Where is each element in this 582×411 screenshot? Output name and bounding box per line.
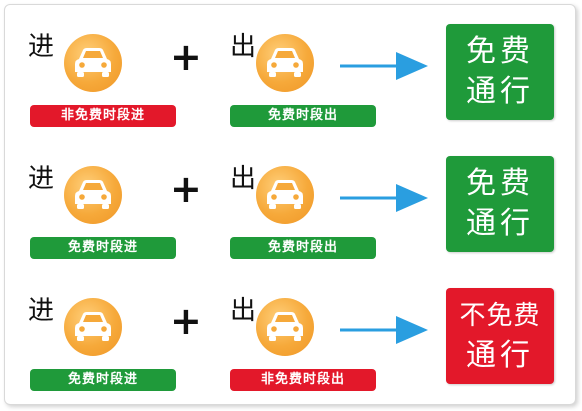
car-icon (256, 298, 314, 356)
enter-label: 进 (28, 164, 55, 194)
entry-period-badge: 免费时段进 (30, 237, 176, 259)
car-icon (64, 298, 122, 356)
exit-period-badge: 免费时段出 (230, 105, 376, 127)
row-3: 进 + 出 免费时段进 非免费时段出 不免费 通行 (0, 274, 582, 394)
exit-period-badge: 免费时段出 (230, 237, 376, 259)
result-box: 免费 通行 (446, 24, 554, 120)
result-box: 免费 通行 (446, 156, 554, 252)
exit-period-badge: 非免费时段出 (230, 369, 376, 391)
arrow-right-icon (340, 52, 428, 80)
enter-label: 进 (28, 296, 55, 326)
result-line-1: 不免费 (459, 301, 541, 331)
plus-icon: + (170, 167, 202, 211)
enter-label: 进 (28, 32, 55, 62)
result-box: 不免费 通行 (446, 288, 554, 384)
result-line-2: 通行 (466, 74, 534, 109)
entry-period-badge: 非免费时段进 (30, 105, 176, 127)
car-icon (64, 34, 122, 92)
exit-label: 出 (230, 164, 257, 194)
exit-label: 出 (230, 296, 257, 326)
plus-icon: + (170, 35, 202, 79)
plus-icon: + (170, 299, 202, 343)
car-icon (256, 166, 314, 224)
result-line-2: 通行 (466, 206, 534, 241)
car-icon (256, 34, 314, 92)
result-line-1: 免费 (466, 34, 534, 69)
arrow-right-icon (340, 316, 428, 344)
entry-period-badge: 免费时段进 (30, 369, 176, 391)
row-1: 进 + 出 非免费时段进 免费时段出 免费 通行 (0, 10, 582, 130)
exit-label: 出 (230, 32, 257, 62)
arrow-right-icon (340, 184, 428, 212)
row-2: 进 + 出 免费时段进 免费时段出 免费 通行 (0, 142, 582, 262)
result-line-2: 通行 (466, 338, 534, 373)
car-icon (64, 166, 122, 224)
result-line-1: 免费 (466, 166, 534, 201)
